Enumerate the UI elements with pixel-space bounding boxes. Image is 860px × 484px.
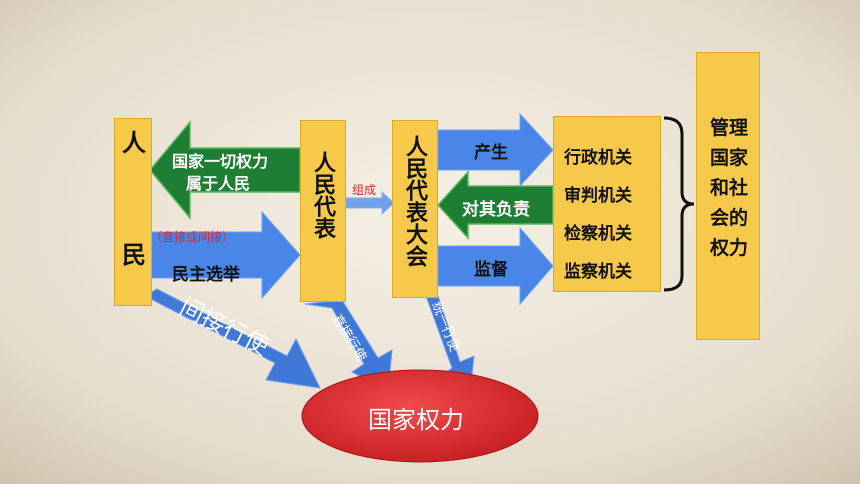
deputies-label: 人民代表 bbox=[310, 151, 335, 239]
people-char-1: 人 bbox=[122, 129, 146, 157]
organ-procuratorial: 检察机关 bbox=[564, 224, 632, 244]
state-power-label: 国家权力 bbox=[368, 406, 464, 434]
deputies-box: 人民代表 bbox=[300, 120, 346, 302]
election-arrow bbox=[149, 210, 301, 300]
compose-label: 组成 bbox=[352, 183, 377, 197]
congress-box: 人民代表大会 bbox=[392, 120, 438, 298]
organs-bracket bbox=[663, 116, 695, 292]
responsible-arrow bbox=[436, 170, 554, 240]
state-power-ellipse bbox=[301, 369, 539, 463]
produce-label: 产生 bbox=[474, 143, 508, 163]
produce-arrow bbox=[437, 112, 554, 188]
congress-label: 人民代表大会 bbox=[402, 135, 427, 267]
organ-judicial: 审判机关 bbox=[564, 186, 632, 206]
indirect-arrow bbox=[143, 288, 321, 389]
belongs-label-line2: 属于人民 bbox=[186, 174, 251, 193]
supervise-arrow bbox=[437, 226, 554, 306]
manage-power-label: 管理国家和社会的权力 bbox=[709, 117, 748, 259]
supervise-label: 监督 bbox=[474, 260, 508, 280]
election-label: 民主选举 bbox=[172, 265, 240, 285]
belongs-label-line1: 国家一切权力 bbox=[172, 152, 269, 171]
organ-executive: 行政机关 bbox=[564, 148, 632, 168]
election-note: （直接或间接） bbox=[150, 230, 235, 244]
compose-arrow bbox=[345, 190, 395, 216]
people-char-2: 民 bbox=[122, 241, 146, 269]
belongs-arrow bbox=[149, 119, 301, 221]
manage-power-box: 管理国家和社会的权力 bbox=[696, 52, 760, 340]
organs-box: 行政机关 审判机关 检察机关 监察机关 bbox=[553, 116, 661, 292]
responsible-label: 对其负责 bbox=[462, 200, 530, 220]
organ-supervisory: 监察机关 bbox=[564, 262, 632, 282]
people-box: 人 民 bbox=[114, 118, 152, 306]
